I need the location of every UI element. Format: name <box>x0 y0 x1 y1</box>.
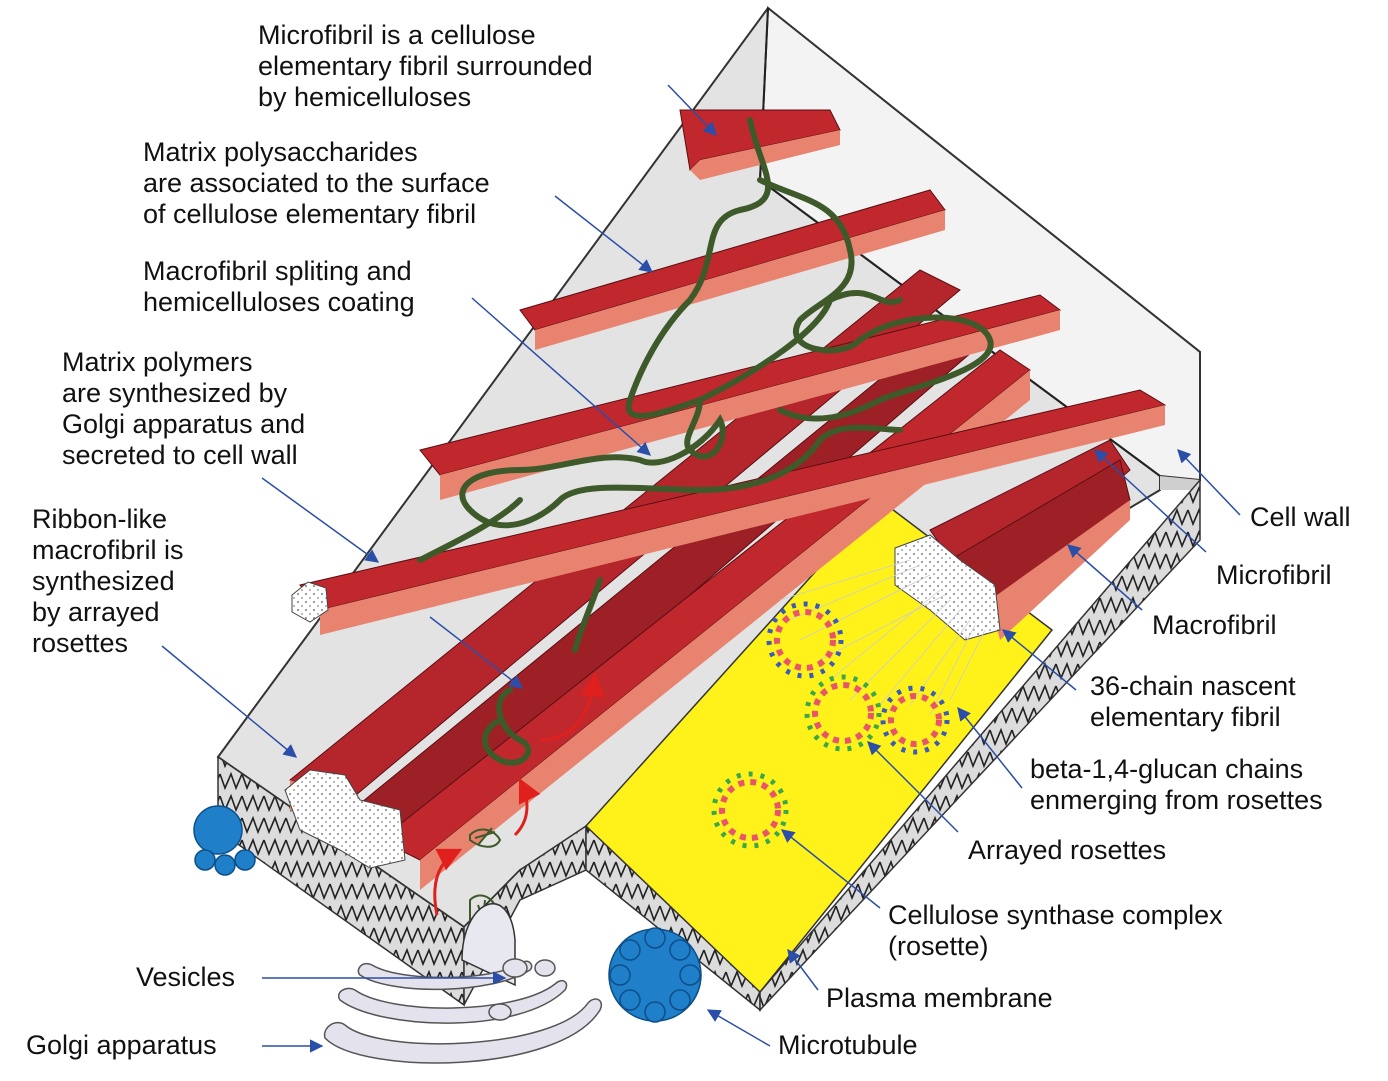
label-line: Microfibril is a cellulose <box>258 20 536 50</box>
label-line: Matrix polysaccharides <box>143 137 418 167</box>
label-cell-wall: Cell wall <box>1250 502 1351 532</box>
plasma-membrane-edges <box>217 477 1201 1012</box>
label-line: Cellulose synthase complex <box>888 900 1223 930</box>
label-line: secreted to cell wall <box>62 440 298 470</box>
label-vesicles: Vesicles <box>136 962 236 992</box>
label-line: hemicelluloses coating <box>143 287 415 317</box>
microfibrils <box>299 109 1167 635</box>
label-plasma-membrane: Plasma membrane <box>826 983 1053 1013</box>
hemicellulose-strands <box>417 117 994 766</box>
label-line: Golgi apparatus and <box>62 409 306 439</box>
label-glucan-chains: beta-1,4-glucan chains enmerging from ro… <box>1030 754 1323 816</box>
label-line: 36-chain nascent <box>1090 671 1296 701</box>
label-matrix-polysaccharides: Matrix polysaccharides are associated to… <box>143 137 490 230</box>
label-line: rosettes <box>32 628 129 658</box>
label-line: Matrix polymers <box>62 347 253 377</box>
label-line: by arrayed <box>32 597 160 627</box>
rosettes <box>711 601 950 849</box>
secretion-arrows <box>433 672 605 916</box>
label-line: of cellulose elementary fibril <box>143 199 477 229</box>
label-macrofibril-splitting: Macrofibril spliting and hemicelluloses … <box>143 256 415 318</box>
label-arrayed-rosettes: Arrayed rosettes <box>968 835 1167 865</box>
label-line: synthesized <box>32 566 175 596</box>
plasma-membrane <box>584 498 1054 994</box>
label-line: elementary fibril <box>1090 702 1281 732</box>
label-microfibril: Microfibril <box>1216 560 1332 590</box>
fibril-cross-sections <box>284 534 1001 869</box>
label-pointers <box>161 84 1241 1053</box>
label-nascent-fibril: 36-chain nascent elementary fibril <box>1090 671 1296 733</box>
label-line: elementary fibril surrounded <box>258 51 593 81</box>
label-line: are synthesized by <box>62 378 288 408</box>
label-line: (rosette) <box>888 931 989 961</box>
label-line: beta-1,4-glucan chains <box>1030 754 1304 784</box>
label-ribbon-macrofibril: Ribbon-like macrofibril is synthesized b… <box>32 504 184 659</box>
label-matrix-polymers: Matrix polymers are synthesized by Golgi… <box>62 347 305 471</box>
golgi-apparatus <box>323 958 602 1064</box>
label-golgi-apparatus: Golgi apparatus <box>26 1030 217 1060</box>
label-microfibril-description: Microfibril is a cellulose elementary fi… <box>258 20 593 113</box>
label-line: Macrofibril spliting and <box>143 256 412 286</box>
secreting-vesicle <box>461 903 516 987</box>
label-line: macrofibril is <box>32 535 184 565</box>
label-line: by hemicelluloses <box>258 82 472 112</box>
label-macrofibril: Macrofibril <box>1152 610 1277 640</box>
label-rosette: Cellulose synthase complex (rosette) <box>888 900 1223 962</box>
glucan-chains <box>779 559 986 716</box>
label-line: Ribbon-like <box>32 504 168 534</box>
microtubules <box>193 805 702 1023</box>
label-line: are associated to the surface <box>143 168 490 198</box>
label-microtubule: Microtubule <box>778 1030 918 1060</box>
label-line: enmerging from rosettes <box>1030 785 1323 815</box>
